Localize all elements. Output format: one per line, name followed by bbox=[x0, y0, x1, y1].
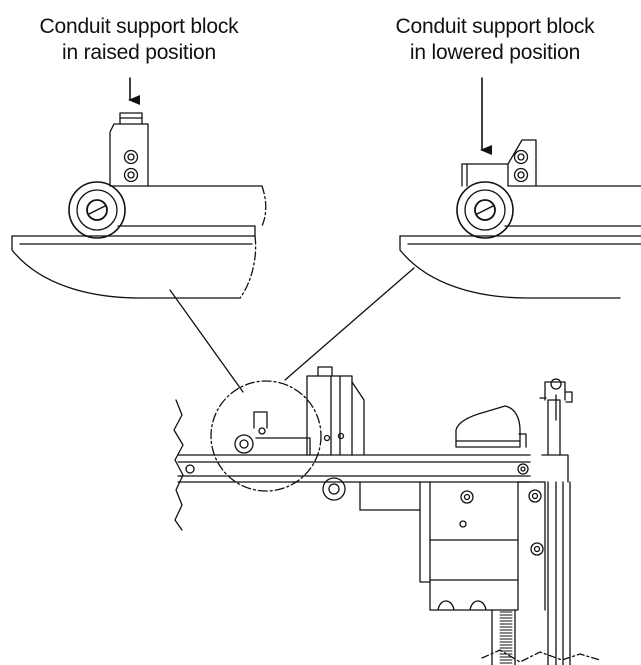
leader-line bbox=[284, 267, 415, 381]
vertical-tower bbox=[547, 399, 561, 456]
right-bracket bbox=[517, 481, 546, 611]
control-knob bbox=[460, 490, 474, 504]
bolt bbox=[185, 464, 195, 474]
screw bbox=[123, 149, 139, 165]
threaded-rod bbox=[499, 611, 513, 664]
detail-circle bbox=[210, 380, 322, 492]
screw bbox=[513, 167, 529, 183]
callout-label-raised: Conduit support block in raised position bbox=[4, 14, 274, 66]
bolt bbox=[528, 489, 542, 503]
bolt bbox=[517, 463, 529, 475]
break-line bbox=[481, 649, 601, 663]
detail-view-raised bbox=[11, 77, 267, 299]
roller-wheel bbox=[456, 181, 514, 239]
support-block-lowered bbox=[461, 163, 509, 187]
callout-label-lowered-line1: Conduit support block bbox=[395, 15, 595, 38]
lead-screw bbox=[491, 481, 571, 665]
screw bbox=[513, 149, 529, 165]
callout-label-raised-line1: Conduit support block bbox=[39, 15, 239, 38]
motor-cover bbox=[455, 405, 521, 448]
leader-line bbox=[169, 289, 244, 393]
bolt bbox=[530, 542, 544, 556]
roller-wheel bbox=[322, 477, 346, 501]
main-assembly bbox=[173, 366, 601, 665]
callout-label-lowered: Conduit support block in lowered positio… bbox=[360, 14, 630, 66]
bracket bbox=[507, 139, 537, 187]
callout-label-lowered-line2: in lowered position bbox=[409, 41, 581, 64]
break-line bbox=[173, 399, 184, 531]
roller-wheel bbox=[68, 181, 126, 239]
screw bbox=[123, 167, 139, 183]
callout-label-raised-line2: in raised position bbox=[62, 41, 216, 64]
control-box bbox=[429, 481, 519, 611]
upright-column bbox=[306, 375, 353, 456]
bracket bbox=[109, 123, 149, 187]
roller-wheel bbox=[234, 434, 254, 454]
detail-view-lowered bbox=[399, 77, 641, 299]
